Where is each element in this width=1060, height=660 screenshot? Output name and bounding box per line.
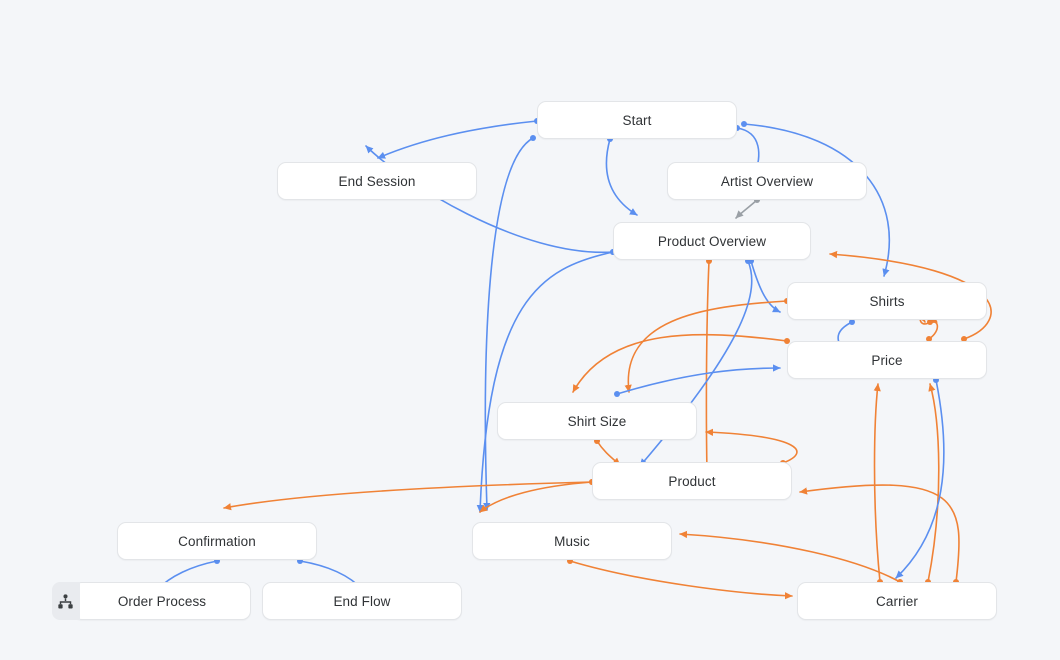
node-label: End Flow: [333, 593, 391, 609]
edge-price-to-shirts2: [928, 316, 939, 340]
node-music[interactable]: Music: [472, 522, 672, 560]
node-end-session[interactable]: End Session: [277, 162, 477, 200]
node-end-flow[interactable]: End Flow: [262, 582, 462, 620]
edge-carrier->price2: [927, 383, 940, 583]
edge-start->product-overview: [605, 138, 638, 216]
edge-product-overview->shirts: [750, 260, 781, 313]
hierarchy-icon: [52, 582, 80, 620]
edge-product-overview->product: [703, 260, 711, 473]
node-confirmation[interactable]: Confirmation: [117, 522, 317, 560]
edge-source-dot: [530, 135, 536, 141]
node-label: Price: [871, 352, 903, 368]
node-shirts[interactable]: Shirts: [787, 282, 987, 320]
edge-artist-overview->product-overview: [735, 199, 758, 219]
edge-music->carrier: [569, 560, 793, 600]
edge-product->shirt-size: [705, 428, 798, 464]
node-label: Confirmation: [178, 533, 256, 549]
node-start[interactable]: Start: [537, 101, 737, 139]
node-label: Artist Overview: [720, 173, 814, 189]
edge-product->confirmation: [223, 481, 593, 511]
node-label: Shirt Size: [567, 413, 627, 429]
edge-start->music: [483, 137, 534, 511]
node-label: Start: [622, 112, 652, 128]
node-carrier[interactable]: Carrier: [797, 582, 997, 620]
edge-carrier->product: [799, 484, 960, 583]
node-artist-overview[interactable]: Artist Overview: [667, 162, 867, 200]
edge-source-dot: [614, 391, 620, 397]
node-product[interactable]: Product: [592, 462, 792, 500]
node-label: Product Overview: [657, 233, 767, 249]
node-label: Carrier: [876, 593, 918, 609]
node-label: Product: [668, 473, 716, 489]
node-price[interactable]: Price: [787, 341, 987, 379]
node-order-process[interactable]: Order Process: [52, 582, 251, 620]
edge-shirts->shirt-size: [624, 300, 788, 393]
edge-carrier->music: [679, 530, 901, 583]
node-shirt-size[interactable]: Shirt Size: [497, 402, 697, 440]
edge-start->end-session: [377, 120, 538, 159]
edge-carrier->price: [873, 383, 881, 583]
node-label: Order Process: [117, 593, 207, 609]
edge-price->carrier: [895, 379, 945, 579]
node-label: Music: [554, 533, 590, 549]
node-product-overview[interactable]: Product Overview: [613, 222, 811, 260]
node-label: Shirts: [869, 293, 905, 309]
edge-shirt-size->price: [616, 364, 781, 395]
node-label: End Session: [338, 173, 416, 189]
edge-price->shirt-size: [572, 333, 788, 393]
edge-product->music: [479, 481, 593, 513]
edge-source-dot: [741, 121, 747, 127]
